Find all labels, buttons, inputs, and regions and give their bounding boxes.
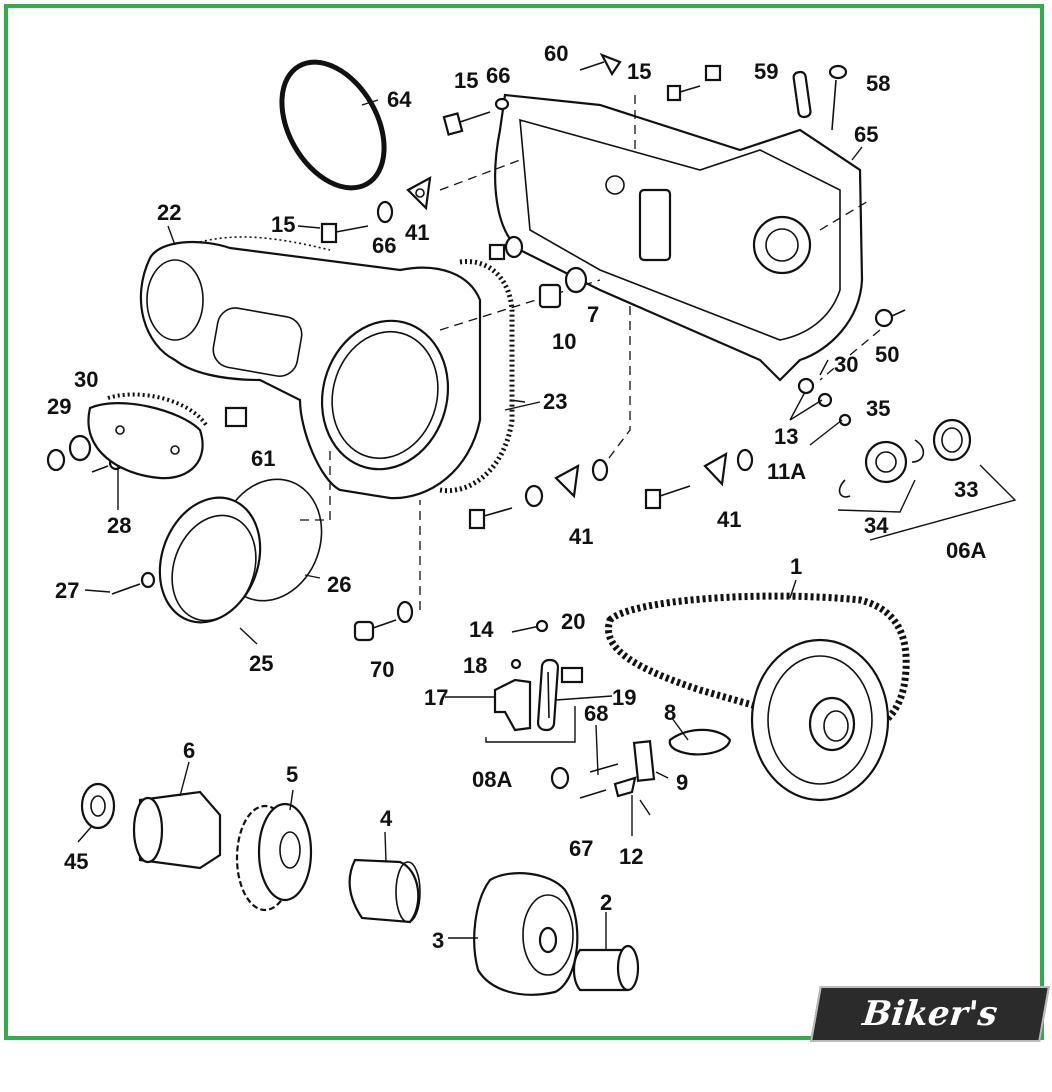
label-60: 60 — [544, 41, 568, 66]
label-34: 34 — [864, 513, 889, 538]
label-28: 28 — [107, 513, 131, 538]
label-1: 1 — [790, 554, 802, 579]
label-17: 17 — [424, 685, 448, 710]
label-30-left: 30 — [74, 367, 98, 392]
label-41-mid: 41 — [569, 524, 593, 549]
label-65: 65 — [854, 122, 878, 147]
shoe-8 — [668, 728, 732, 756]
clutch-basket — [750, 638, 890, 802]
label-23: 23 — [543, 389, 567, 414]
outer-primary-cover-22 — [139, 240, 482, 500]
label-45: 45 — [64, 849, 88, 874]
label-19: 19 — [612, 685, 636, 710]
label-70: 70 — [370, 657, 394, 682]
leader-lines — [77, 99, 1017, 950]
washer-45 — [80, 782, 116, 830]
label-15-left: 15 — [271, 212, 295, 237]
label-26: 26 — [327, 572, 351, 597]
label-18: 18 — [463, 653, 487, 678]
label-15-right: 15 — [627, 59, 651, 84]
inner-primary-housing — [494, 93, 864, 382]
label-3: 3 — [432, 928, 444, 953]
label-30-right: 30 — [834, 352, 858, 377]
label-14: 14 — [469, 617, 494, 642]
label-58: 58 — [866, 71, 890, 96]
label-4: 4 — [380, 806, 393, 831]
label-61: 61 — [251, 446, 275, 471]
label-41-top: 41 — [405, 220, 429, 245]
label-64: 64 — [387, 87, 412, 112]
label-6: 6 — [183, 738, 195, 763]
label-33: 33 — [954, 477, 978, 502]
inspection-cover-29 — [87, 392, 208, 480]
label-41-right: 41 — [717, 507, 741, 532]
label-7: 7 — [587, 302, 599, 327]
hub-6 — [132, 790, 222, 870]
label-66-top: 66 — [486, 63, 510, 88]
label-9: 9 — [676, 770, 688, 795]
diagram-frame — [4, 4, 1044, 1040]
label-66-left: 66 — [372, 233, 396, 258]
adjuster-assembly — [493, 619, 584, 732]
label-22: 22 — [157, 200, 181, 225]
logo-text: Biker's Store — [860, 994, 1000, 1086]
o-ring-64 — [279, 59, 387, 191]
label-27: 27 — [55, 578, 79, 603]
plate-9 — [632, 740, 656, 782]
label-59: 59 — [754, 59, 778, 84]
part-labels: 1 2 3 4 5 6 7 8 9 10 12 13 11A 14 15 15 … — [47, 41, 986, 953]
label-06a: 06A — [946, 538, 986, 563]
plug-61 — [224, 406, 248, 428]
label-35: 35 — [866, 396, 890, 421]
label-68: 68 — [584, 701, 608, 726]
label-20: 20 — [561, 609, 585, 634]
label-13: 13 — [774, 424, 798, 449]
label-25: 25 — [249, 651, 273, 676]
clutch-drum-3 — [473, 872, 579, 996]
label-08a: 08A — [472, 767, 512, 792]
sprocket-5 — [235, 802, 313, 912]
label-10: 10 — [552, 329, 576, 354]
bikers-store-logo: Biker's Store — [810, 986, 1050, 1086]
label-11a: 11A — [767, 459, 806, 484]
label-8: 8 — [664, 700, 676, 725]
exploded-parts-diagram: 1 2 3 4 5 6 7 8 9 10 12 13 11A 14 15 15 … — [46, 41, 1017, 996]
label-67: 67 — [569, 836, 593, 861]
label-5: 5 — [286, 762, 298, 787]
label-2: 2 — [600, 890, 612, 915]
shaft-2 — [572, 944, 640, 992]
label-29: 29 — [47, 394, 71, 419]
label-12: 12 — [619, 844, 643, 869]
label-50: 50 — [875, 342, 899, 367]
label-15-top: 15 — [454, 68, 478, 93]
derby-cover-25 — [158, 496, 262, 624]
gasket-23 — [439, 259, 515, 494]
part-4 — [348, 858, 421, 924]
